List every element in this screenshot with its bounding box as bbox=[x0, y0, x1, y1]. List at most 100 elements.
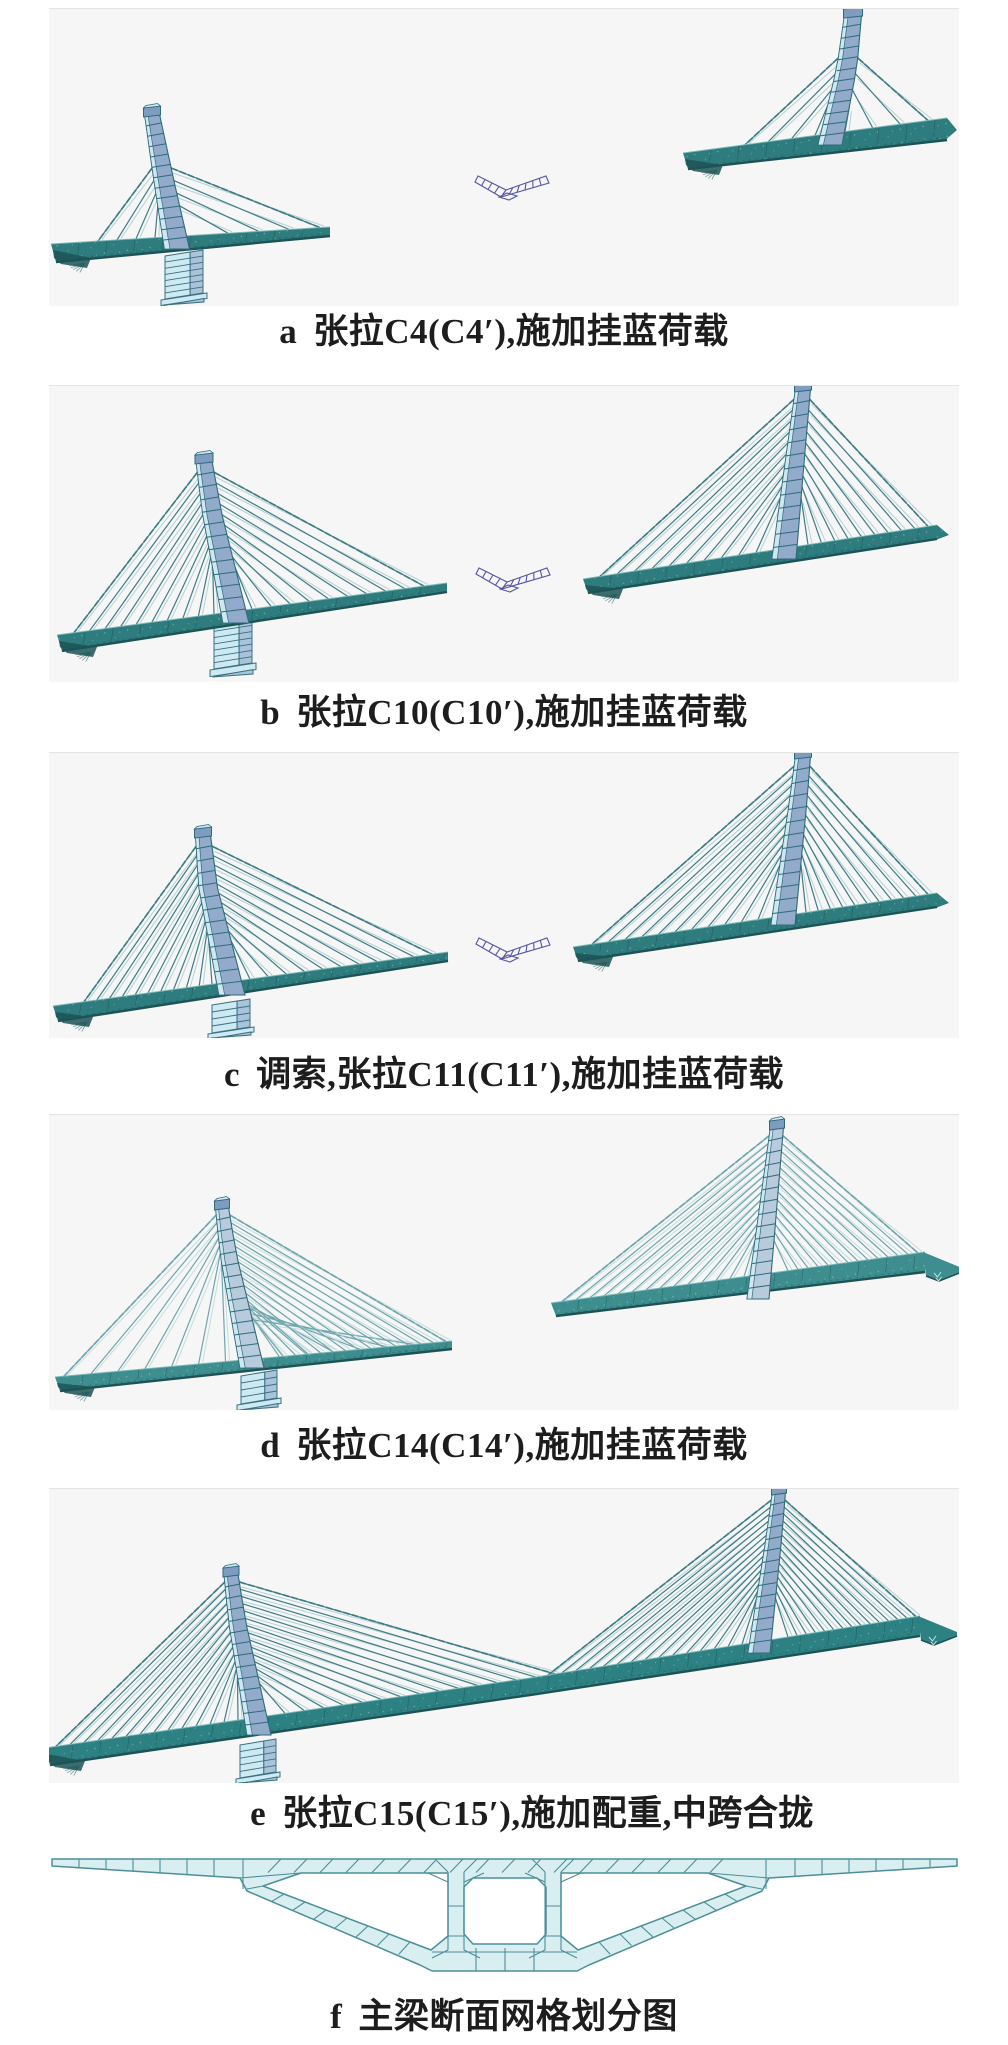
cable-fan-right-far-plane bbox=[775, 1140, 923, 1270]
pier-front-face bbox=[239, 1740, 265, 1779]
pier-base bbox=[160, 292, 208, 306]
cable-fan-right-far-plane bbox=[802, 770, 933, 911]
deck-end-anchor-lines bbox=[73, 1391, 90, 1402]
stay-cables bbox=[599, 398, 933, 578]
deck-top-edge bbox=[49, 1615, 921, 1748]
deck-underside-speckle bbox=[66, 958, 443, 1019]
deck-end-anchor-lines bbox=[75, 651, 92, 662]
figure-f-panel bbox=[49, 1855, 959, 1980]
deck-segment-joints bbox=[71, 1618, 914, 1758]
deck bbox=[682, 117, 957, 180]
cable-fan-left-far-plane bbox=[87, 850, 217, 1001]
cable-fan-right-far-plane bbox=[777, 1504, 921, 1636]
pylon-segment-lines bbox=[773, 400, 810, 548]
deck bbox=[550, 1251, 959, 1318]
deck-end-anchor-lines bbox=[701, 169, 718, 180]
deck-bottom-edge bbox=[555, 1270, 926, 1318]
deck-mesh-speckle bbox=[53, 952, 448, 1021]
deck-end-beak bbox=[918, 1616, 957, 1645]
cable-outermost bbox=[782, 1134, 919, 1254]
figure-d-panel bbox=[49, 1114, 959, 1410]
cable-outermost bbox=[213, 471, 425, 587]
cable-fan-left-far-plane bbox=[595, 770, 797, 944]
pier-base bbox=[207, 1026, 255, 1038]
pier-segment-lines bbox=[239, 1745, 277, 1772]
deck-mesh-speckle bbox=[573, 893, 949, 961]
cable-fan-right-far-plane bbox=[802, 403, 933, 544]
cable-fan-right-far-plane bbox=[848, 62, 933, 131]
deck-bottom-edge bbox=[577, 905, 938, 963]
deck-end-anchor-lines bbox=[591, 961, 608, 972]
cable-fan-left-far-plane bbox=[565, 1140, 772, 1301]
figure-a-panel bbox=[49, 8, 959, 306]
pier-base bbox=[209, 662, 257, 678]
cable-outermost bbox=[63, 1214, 217, 1377]
deck-underside-speckle bbox=[564, 1269, 920, 1314]
figure-d-caption-text: 张拉C14(C14′),施加挂蓝荷载 bbox=[296, 1426, 748, 1465]
deck-bottom-edge bbox=[61, 590, 448, 653]
girder-section-mesh-lines bbox=[78, 1858, 931, 1971]
cable-fan-right bbox=[229, 1214, 447, 1357]
pylon-shaft-highlight bbox=[195, 834, 226, 996]
stay-cables bbox=[561, 1134, 923, 1303]
stay-cables bbox=[591, 765, 933, 945]
pier-segment-lines bbox=[240, 1376, 278, 1398]
deck bbox=[582, 524, 949, 604]
pylon-cap bbox=[221, 1563, 240, 1578]
cable-fan-left-far-plane bbox=[101, 172, 161, 240]
deck bbox=[49, 1615, 958, 1776]
cable-fan-right bbox=[773, 1135, 919, 1271]
cable-outermost bbox=[808, 398, 929, 527]
figure-b-panel bbox=[49, 385, 959, 682]
figure-e-panel bbox=[49, 1488, 959, 1783]
deck-end-anchor-lines bbox=[63, 1765, 80, 1776]
deck-segment-joints bbox=[577, 1254, 916, 1311]
deck-mesh-speckle bbox=[57, 583, 447, 651]
pier-segment-lines bbox=[213, 624, 253, 664]
pylon-segment-lines bbox=[216, 1216, 262, 1359]
figure-e-label: e bbox=[250, 1794, 267, 1833]
cable-outermost bbox=[239, 1581, 556, 1675]
deck-underside-speckle bbox=[64, 233, 325, 260]
left-pylon-cables bbox=[55, 1581, 560, 1748]
left-cantilever-structure bbox=[52, 824, 449, 1038]
left-cantilever-structure bbox=[56, 450, 448, 678]
cable-fan-left-far-plane bbox=[603, 403, 797, 576]
pylon-cap bbox=[771, 1489, 787, 1496]
pier bbox=[236, 1369, 282, 1410]
pier-side-face bbox=[263, 1738, 277, 1775]
deck-bottom-edge bbox=[55, 234, 331, 264]
figure-a-model bbox=[50, 9, 957, 306]
deck-top-edge bbox=[682, 117, 948, 154]
cable-fan-right bbox=[844, 57, 929, 132]
pylon-cap bbox=[193, 450, 214, 465]
pier bbox=[207, 998, 255, 1038]
figure-f-label: f bbox=[330, 1997, 343, 2036]
pylon-segment-lines bbox=[145, 122, 188, 241]
figure-c-label: c bbox=[224, 1055, 241, 1094]
pylon-segment-lines bbox=[225, 1583, 269, 1726]
cable-fan-left-far-plane bbox=[77, 476, 219, 632]
pier-segment-lines bbox=[164, 255, 204, 294]
deck-mesh-speckle bbox=[551, 1252, 925, 1316]
figure-d-label: d bbox=[260, 1426, 281, 1465]
pylon-segment-lines bbox=[196, 845, 242, 985]
pylon-segment-lines bbox=[197, 471, 246, 613]
right-cantilever-structure bbox=[582, 386, 949, 604]
cable-outermost bbox=[97, 167, 153, 242]
deck-underside-speckle bbox=[696, 137, 942, 167]
pylon-shaft-highlight bbox=[144, 113, 171, 250]
pylon-cap bbox=[768, 1116, 786, 1131]
deck-underside-speckle bbox=[596, 536, 932, 591]
pier-base-plate bbox=[239, 1402, 279, 1410]
right-cantilever-structure bbox=[572, 753, 949, 972]
deck-end-notch bbox=[928, 1635, 937, 1646]
cable-outermost bbox=[229, 1214, 447, 1343]
deck-end-anchor-lines bbox=[71, 1021, 88, 1032]
pier-base bbox=[235, 1771, 281, 1783]
pier-side-face bbox=[189, 249, 204, 296]
figure-c-model bbox=[52, 753, 949, 1038]
right-pylon-cables bbox=[547, 1499, 921, 1676]
